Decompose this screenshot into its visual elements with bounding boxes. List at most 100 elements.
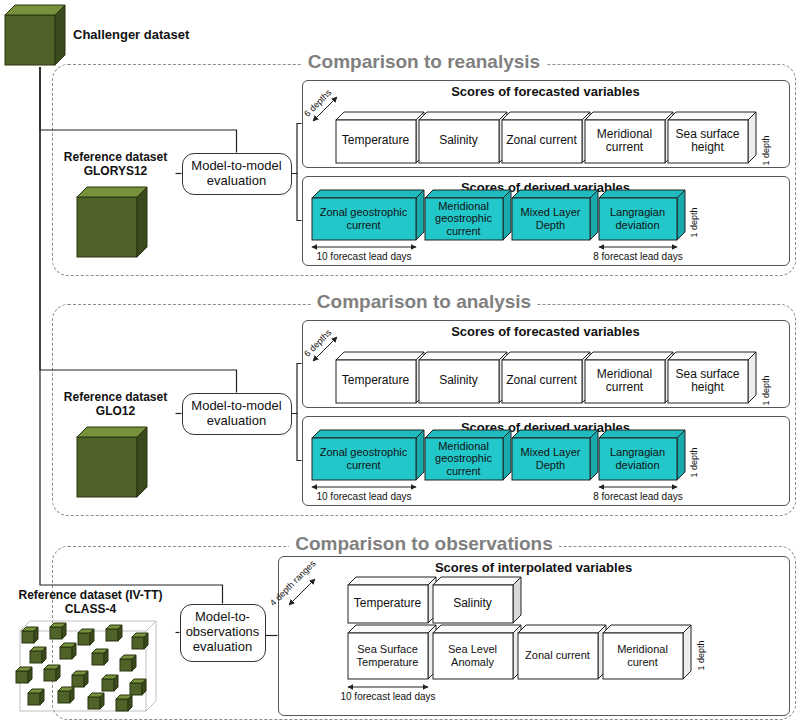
observation-cube [28, 689, 44, 705]
group-title-row: Comparison to observations [53, 533, 795, 556]
box-text-wrap: Zonal geostrophic current [312, 438, 416, 480]
box-top [312, 190, 424, 198]
box-text-wrap: Salinity [419, 120, 499, 163]
box-side [590, 190, 598, 240]
box-front [425, 198, 503, 240]
reference-text-wrap: Reference dataset GLORYS12 [56, 150, 176, 179]
cube-side [100, 693, 104, 709]
box-front [433, 585, 513, 623]
variable-label: Zonal current [506, 374, 577, 387]
reference-label: Reference dataset (IV-TT) CLASS-4 [6, 588, 176, 617]
box-top [585, 112, 673, 120]
box-top [433, 625, 521, 633]
group-title: Comparison to reanalysis [302, 51, 546, 72]
cube-front [116, 699, 128, 711]
observation-cube [102, 675, 118, 691]
variable-box: Sea surface height [668, 112, 756, 163]
variable-label: Zonal geostrophic current [312, 446, 416, 470]
box-text-wrap: Sea surface height [668, 360, 748, 403]
box-front [502, 120, 582, 163]
box-top [668, 112, 756, 120]
box-top [433, 577, 521, 585]
box-front [336, 360, 416, 403]
cube-side [114, 675, 118, 691]
box-side [503, 190, 511, 240]
box-top [512, 190, 598, 198]
reference-shape [6, 619, 176, 718]
observation-cube [22, 627, 38, 643]
box-text-wrap: Sea Surface Temperature [348, 633, 428, 679]
annotation-label: 1 depth [761, 130, 772, 170]
cube-front [88, 697, 100, 709]
reference-cube [77, 187, 147, 257]
variable-label: Salinity [439, 374, 478, 387]
variable-box: Temperature [348, 577, 436, 623]
cube-top [77, 427, 147, 437]
box-text-wrap: Zonal current [502, 360, 582, 403]
reference-label: Reference dataset GLO12 [56, 390, 176, 419]
evaluation-box: Model-to-observations evaluation [180, 604, 266, 662]
variable-box: Zonal current [502, 112, 590, 163]
box-text-wrap: Meridional current [585, 120, 665, 163]
variable-box: Sea Surface Temperature [348, 625, 436, 679]
evaluation-label: Model-to-model evaluation [185, 399, 289, 429]
derived-variable-box: Zonal geostrophic current [312, 430, 424, 480]
evaluation-text-wrap: Model-to-model evaluation [185, 399, 289, 429]
box-front [668, 360, 748, 403]
group-title: Comparison to analysis [311, 291, 537, 312]
observation-cube [30, 647, 46, 663]
box-top [502, 352, 590, 360]
observation-cube [44, 665, 60, 681]
derived-variable-box: Langragian deviation [599, 190, 685, 240]
reference-dataset: Reference dataset GLORYS12 [56, 150, 176, 265]
lead-days-arrow [599, 487, 677, 488]
box-front [348, 585, 428, 623]
variable-box: Salinity [433, 577, 521, 623]
annotation-label: 6 depths [299, 84, 338, 123]
box-side [677, 430, 685, 480]
connector-line [176, 413, 182, 414]
cube-front [130, 683, 142, 695]
box-side [677, 190, 685, 240]
box-text-wrap: Salinity [433, 585, 513, 623]
cube-side [118, 625, 122, 641]
connector-line [176, 173, 182, 174]
annotation-label: 1 depth [689, 202, 700, 242]
lead-days-arrow [599, 247, 677, 248]
annotation-label: 8 forecast lead days [583, 491, 693, 503]
box-text-wrap: Zonal geostrophic current [312, 198, 416, 240]
panel-title: Scores of forecasted variables [303, 321, 789, 339]
box-top [599, 430, 685, 438]
box-front [348, 633, 428, 679]
annotation-label: 4 depth ranges [267, 557, 320, 610]
box-side [748, 112, 756, 163]
variable-box: Salinity [419, 352, 507, 403]
cube-side [137, 427, 147, 497]
cube-top [77, 187, 147, 197]
cube-front [60, 647, 72, 659]
variable-box: Temperature [336, 112, 424, 163]
box-front [502, 360, 582, 403]
box-side [503, 430, 511, 480]
observation-cube [88, 693, 104, 709]
box-text-wrap: Mixed Layer Depth [512, 198, 590, 240]
variable-box: Meridional current [585, 112, 673, 163]
cube-side [62, 623, 66, 639]
box-front [512, 198, 590, 240]
box-front [419, 120, 499, 163]
box-side [416, 430, 424, 480]
observation-cube [116, 695, 132, 711]
comparison-group: Comparison to analysisReference dataset … [52, 304, 796, 516]
cube-side [144, 633, 148, 649]
box-top [425, 430, 511, 438]
evaluation-label: Model-to-observations evaluation [183, 610, 263, 655]
group-title: Comparison to observations [289, 533, 559, 554]
box-top [336, 352, 424, 360]
cube-side [72, 643, 76, 659]
box-top [419, 352, 507, 360]
box-front [419, 360, 499, 403]
derived-variable-box: Mixed Layer Depth [512, 430, 598, 480]
cube-front [44, 669, 56, 681]
observation-cube [120, 655, 136, 671]
box-text-wrap: Meridional geostrophic current [425, 198, 503, 240]
